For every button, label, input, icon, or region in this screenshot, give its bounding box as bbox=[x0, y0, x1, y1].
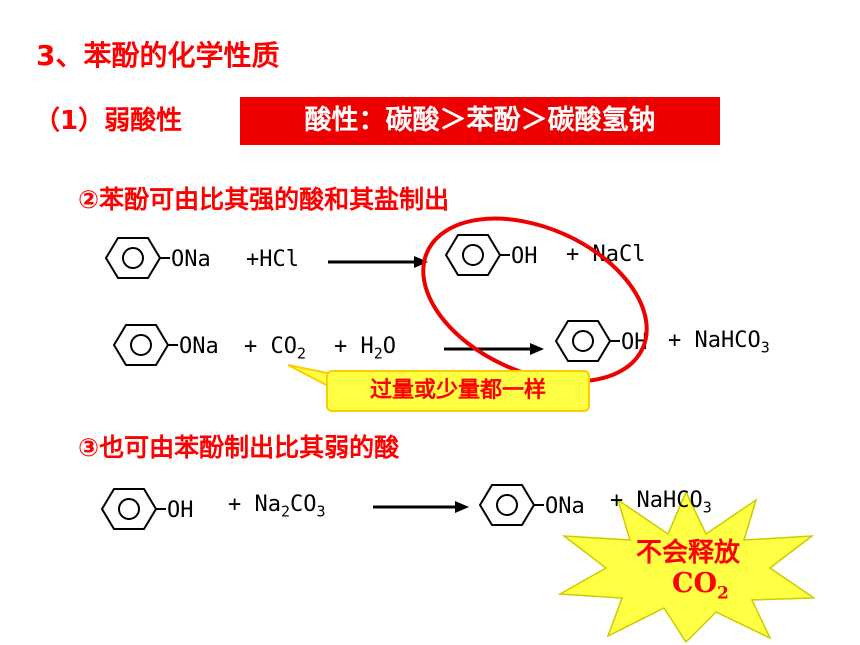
eq2-water: + H2O bbox=[334, 334, 397, 363]
starburst-line-1: 不会释放 bbox=[636, 538, 741, 568]
benzene-ring-icon bbox=[104, 237, 170, 279]
eq1-product-group: OH bbox=[511, 244, 538, 269]
eq1-product-rest: + NaCl bbox=[566, 242, 646, 267]
acidity-order-box: 酸性：碳酸＞苯酚＞碳酸氢钠 bbox=[240, 97, 720, 145]
eq1-reagent: +HCl bbox=[246, 247, 299, 272]
eq2-co2: + CO2 bbox=[244, 334, 307, 363]
benzene-ring-icon bbox=[112, 324, 178, 366]
point-3-text: ③也可由苯酚制出比其弱的酸 bbox=[78, 433, 400, 462]
eq1-arrow-icon bbox=[328, 256, 428, 268]
eq2-product: + NaHCO3 bbox=[668, 328, 770, 357]
benzene-ring-icon bbox=[478, 484, 544, 526]
eq3-reactant-group: OH bbox=[167, 498, 194, 523]
eq2-reactant-group: ONa bbox=[179, 334, 219, 359]
highlight-ellipse bbox=[421, 216, 649, 384]
eq3-product-group: ONa bbox=[545, 494, 585, 519]
eq3-reagent: + Na2CO3 bbox=[228, 492, 326, 521]
eq3-product: + NaHCO3 bbox=[610, 488, 712, 517]
benzene-ring-icon bbox=[100, 488, 166, 530]
note-box: 过量或少量都一样 bbox=[326, 370, 590, 412]
starburst-line-2: CO2 bbox=[672, 568, 729, 604]
benzene-ring-icon bbox=[444, 234, 510, 276]
eq3-arrow-icon bbox=[373, 501, 469, 513]
section-title: 3、苯酚的化学性质 bbox=[36, 39, 280, 72]
starburst-callout bbox=[557, 490, 816, 644]
eq2-arrow-icon bbox=[444, 343, 544, 355]
point-2-text: ②苯酚可由比其强的酸和其盐制出 bbox=[78, 185, 450, 214]
benzene-ring-icon bbox=[554, 320, 620, 362]
subsection-title: （1）弱酸性 bbox=[34, 106, 183, 136]
eq1-reactant-group: ONa bbox=[171, 247, 211, 272]
